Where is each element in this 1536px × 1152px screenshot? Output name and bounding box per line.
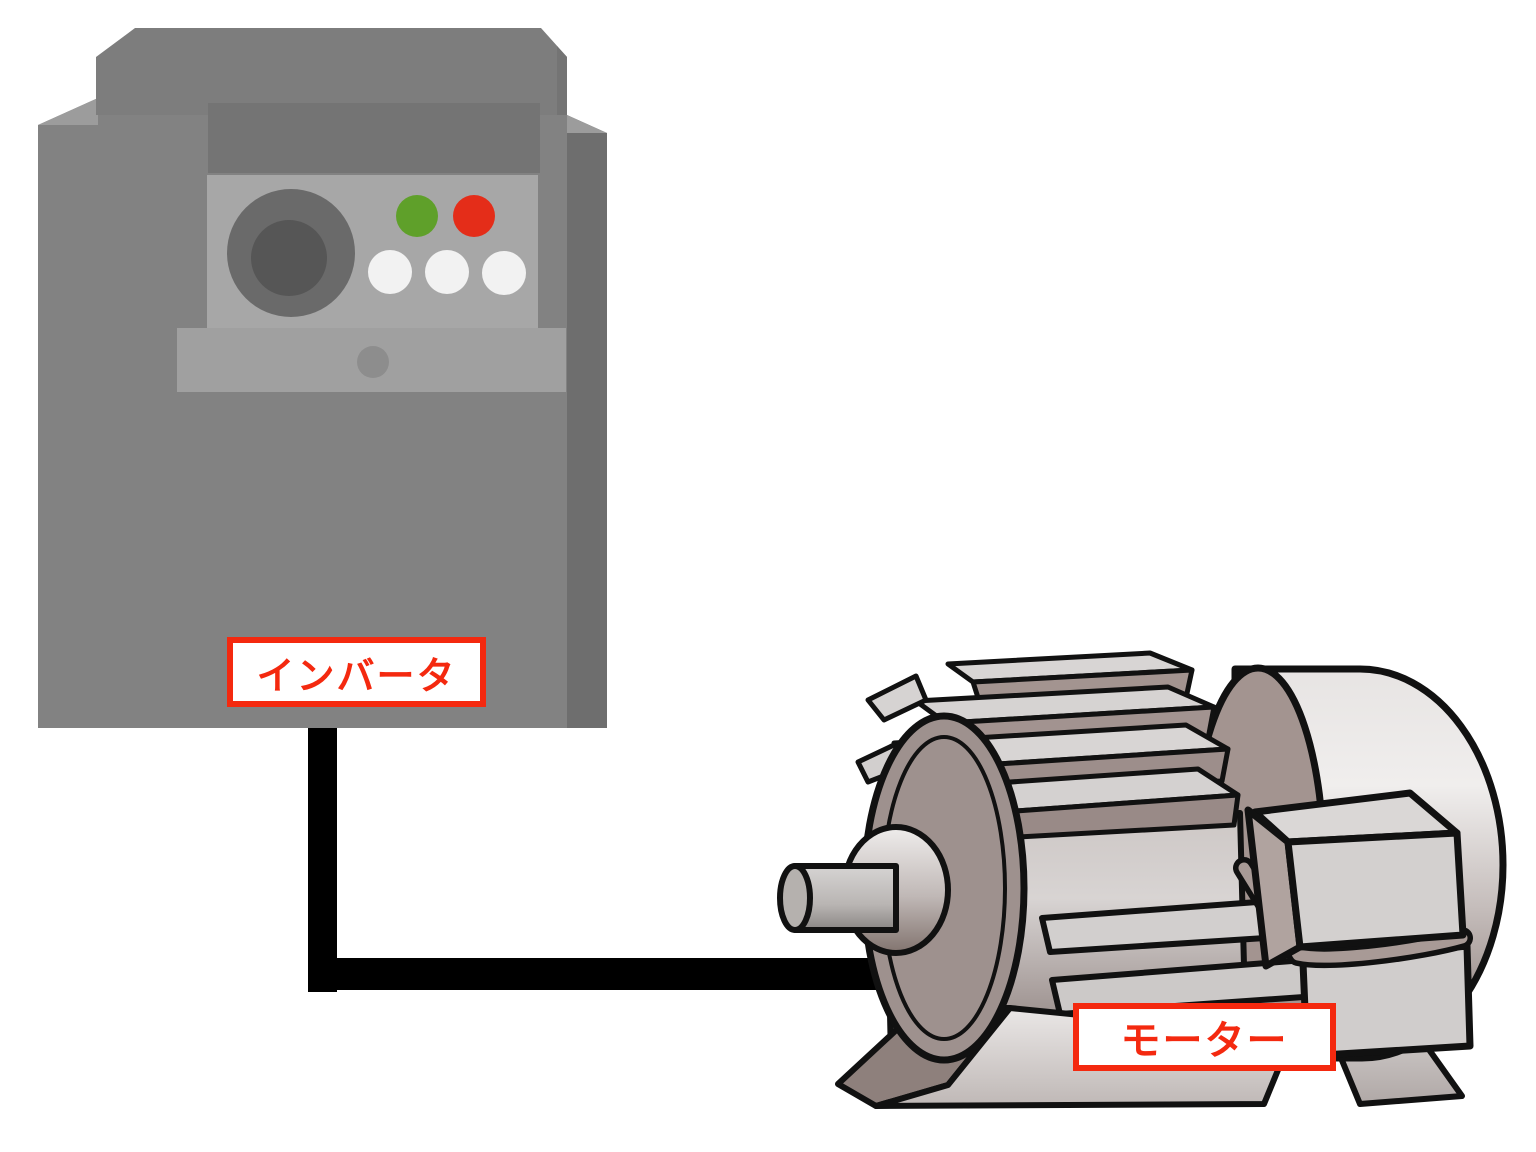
power-cable [308, 728, 904, 992]
cover-screw [357, 346, 389, 378]
cooling-fin [865, 673, 929, 723]
junction-box-front [1284, 829, 1467, 951]
motor-device [777, 650, 1507, 1109]
panel-button[interactable] [425, 250, 469, 294]
clamp-band [1238, 862, 1468, 963]
panel-button[interactable] [368, 250, 412, 294]
inverter-device [38, 28, 607, 728]
inverter-right-shoulder [567, 115, 607, 133]
cable-vertical-run [308, 728, 337, 992]
inverter-callout-label: インバータ [227, 637, 486, 707]
shaft-tip [777, 863, 813, 933]
motor-callout-label: モーター [1073, 1003, 1336, 1071]
inverter-display-window [208, 103, 540, 173]
inverter-left-shoulder [38, 98, 98, 125]
alarm-led-red [453, 195, 495, 237]
run-led-green [396, 195, 438, 237]
cable-horizontal-run [308, 958, 904, 990]
inverter-top-cap [96, 28, 567, 115]
control-knob-center[interactable] [251, 220, 327, 296]
inverter-right-side [567, 115, 607, 728]
panel-button[interactable] [482, 251, 526, 295]
inverter-cap-edge [557, 46, 567, 115]
